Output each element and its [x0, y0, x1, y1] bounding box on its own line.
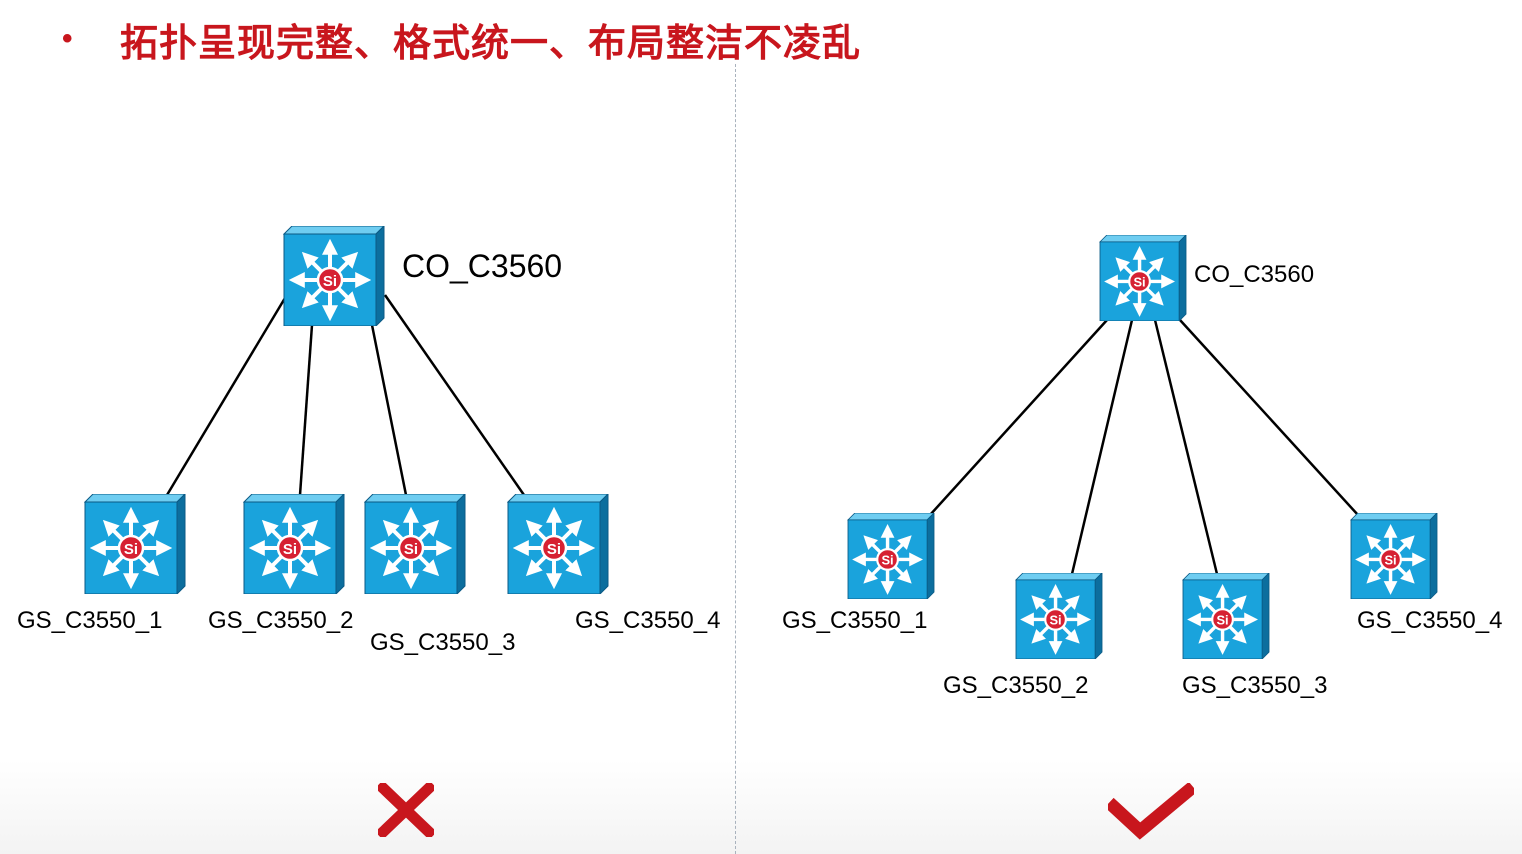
- right-link-3: [1153, 319, 1219, 575]
- access-switch-label: GS_C3550_4: [1357, 607, 1503, 634]
- bullet-icon: •: [62, 22, 73, 55]
- check-icon: [1108, 783, 1194, 840]
- access-switch-label: GS_C3550_2: [943, 672, 1089, 699]
- access-switch-label: GS_C3550_1: [782, 607, 928, 634]
- switch-icon[interactable]: [1182, 573, 1270, 659]
- access-switch-label: GS_C3550_3: [1182, 672, 1328, 699]
- switch-icon[interactable]: [1015, 573, 1103, 659]
- right-link-4: [1179, 319, 1359, 516]
- switch-icon[interactable]: [1350, 513, 1438, 599]
- left-link-2: [298, 324, 314, 496]
- access-switch-label: GS_C3550_1: [17, 607, 163, 634]
- panel-divider: [735, 64, 736, 854]
- access-switch-label: GS_C3550_3: [370, 629, 516, 656]
- right-link-1: [929, 319, 1108, 516]
- switch-icon[interactable]: [1099, 235, 1187, 321]
- access-switch-label: GS_C3550_4: [575, 607, 721, 634]
- left-link-3: [370, 324, 408, 496]
- core-switch-label: CO_C3560: [1194, 261, 1315, 288]
- cross-icon: [378, 783, 434, 837]
- switch-icon[interactable]: [847, 513, 935, 599]
- access-switch-label: GS_C3550_2: [208, 607, 354, 634]
- left-link-1: [165, 297, 287, 496]
- core-switch-label: CO_C3560: [402, 248, 563, 284]
- slide-title: 拓扑呈现完整、格式统一、布局整洁不凌乱: [120, 20, 862, 65]
- right-link-2: [1070, 319, 1134, 575]
- left-link-4: [383, 294, 526, 496]
- slide-header: • 拓扑呈现完整、格式统一、布局整洁不凌乱: [62, 14, 862, 65]
